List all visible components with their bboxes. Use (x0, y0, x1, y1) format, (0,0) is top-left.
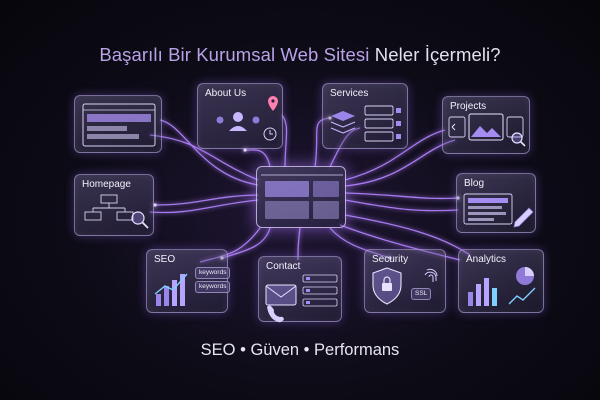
magnifier-icon (511, 132, 526, 147)
page-title: Başarılı Bir Kurumsal Web Sitesi Neler İ… (0, 44, 600, 66)
browser-layout-icon (261, 174, 343, 219)
about-us-card[interactable]: About Us (197, 83, 283, 149)
image-gallery-icon (448, 113, 524, 141)
magnifier-icon (131, 211, 149, 229)
team-icon (216, 112, 260, 131)
title-accent: Başarılı Bir Kurumsal Web Sitesi (99, 44, 370, 65)
tagline: SEO • Güven • Performans (200, 341, 400, 359)
list-icon (364, 105, 401, 142)
phone-icon (267, 305, 284, 323)
pie-chart-icon (516, 267, 534, 285)
bar-chart-icon (154, 273, 188, 306)
blog-card[interactable]: Blog (456, 173, 536, 233)
analytics-card[interactable]: Analytics (458, 249, 544, 313)
contact-label: Contact (266, 261, 301, 272)
homepage-card[interactable]: Homepage (74, 174, 154, 236)
contact-form-fields (302, 274, 338, 307)
central-dashboard-card[interactable] (256, 166, 346, 228)
security-card[interactable]: Security SSL (364, 249, 446, 313)
seo-card[interactable]: SEO keywords keywords (146, 249, 231, 313)
bar-chart-icon (468, 278, 497, 306)
stacked-layers-icon (330, 111, 356, 134)
browser-layout-icon (82, 103, 156, 147)
contact-card[interactable]: Contact (258, 256, 342, 323)
sitemap-icon (84, 194, 134, 221)
shield-lock-icon (372, 267, 402, 305)
location-pin-icon (268, 96, 278, 111)
trend-line-icon (508, 287, 536, 305)
ssl-badge: SSL (411, 288, 432, 300)
services-card[interactable]: Services (322, 83, 408, 149)
services-label: Services (330, 88, 369, 99)
projects-label: Projects (450, 101, 487, 112)
projects-card[interactable]: Projects (442, 96, 530, 154)
fingerprint-icon (424, 268, 438, 282)
seo-keyword-tag: keywords (195, 267, 231, 279)
browser-layout-card[interactable] (74, 95, 162, 153)
security-label: Security (372, 254, 409, 265)
seo-keyword-tag: keywords (195, 281, 231, 293)
title-plain: Neler İçermeli? (374, 44, 501, 65)
about-us-label: About Us (205, 88, 247, 99)
pencil-icon (513, 207, 534, 228)
article-icon (463, 193, 513, 225)
analytics-label: Analytics (466, 254, 507, 265)
envelope-icon (265, 284, 297, 306)
blog-label: Blog (464, 178, 485, 189)
seo-label: SEO (154, 254, 176, 265)
clock-icon (263, 127, 277, 141)
homepage-label: Homepage (82, 179, 131, 190)
